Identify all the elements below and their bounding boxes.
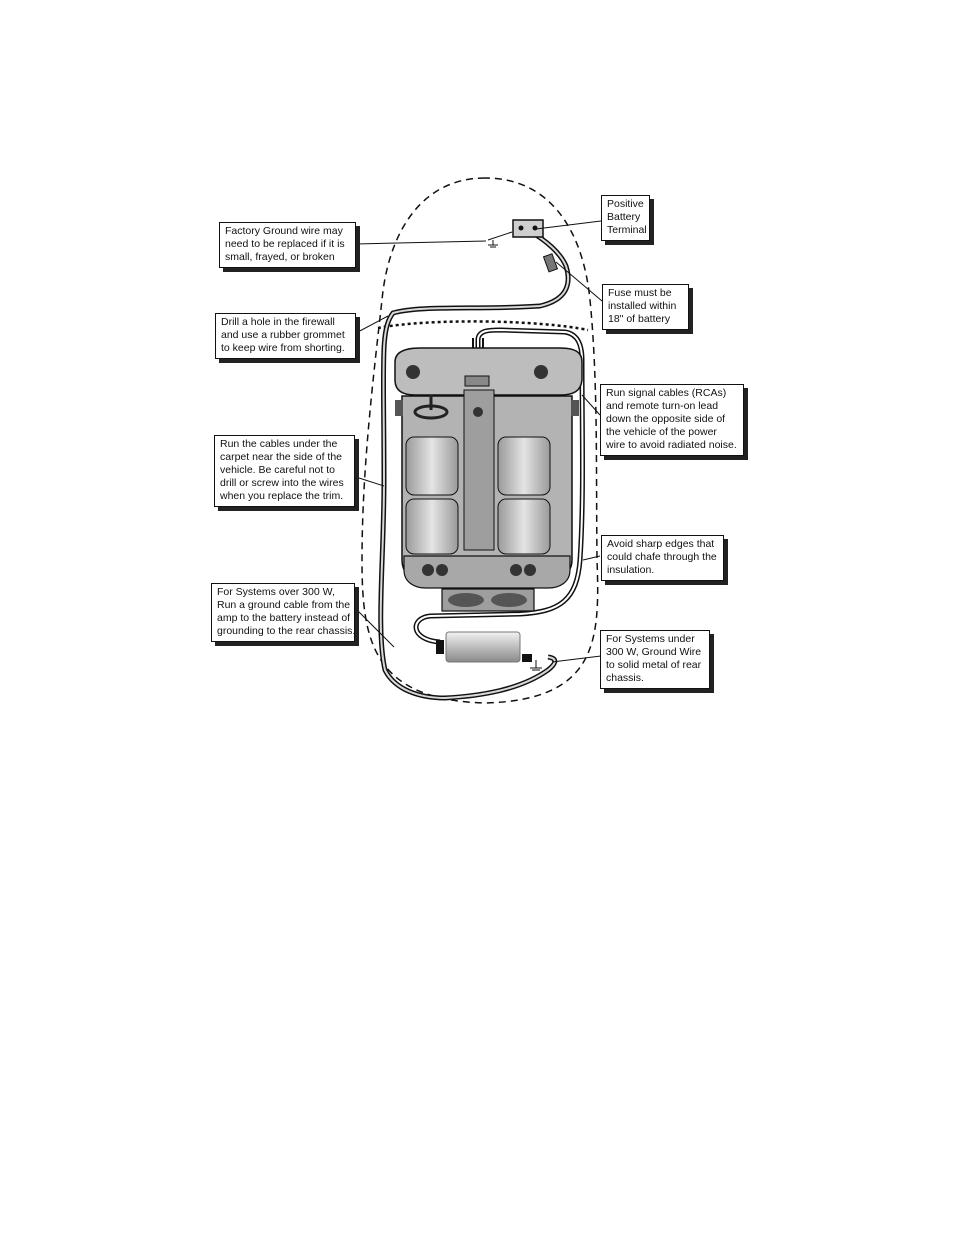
callout-line: wire to avoid radiated noise. [606, 439, 737, 451]
callout-line: to solid metal of rear [606, 659, 702, 671]
callout-line: down the opposite side of [606, 413, 726, 425]
amplifier [436, 631, 532, 663]
leader-lines [355, 220, 603, 663]
callout-line: and use a rubber grommet [221, 329, 345, 341]
rear-deck [403, 555, 571, 589]
cabin-interior [395, 389, 579, 581]
power-wire [378, 229, 571, 701]
callout-sharp-edges: Avoid sharp edges that could chafe throu… [601, 535, 724, 581]
callout-line: carpet near the side of the [220, 451, 342, 463]
callout-line: 300 W, Ground Wire [606, 646, 702, 658]
callout-line: Run signal cables (RCAs) [606, 387, 727, 399]
callout-under-carpet: Run the cables under the carpet near the… [214, 435, 355, 507]
callout-line: the vehicle of the power [606, 426, 717, 438]
callout-line: For Systems under [606, 633, 695, 645]
callout-line: when you replace the trim. [220, 490, 344, 502]
callout-line: Run the cables under the [220, 438, 338, 450]
callout-line: For Systems over 300 W, [217, 586, 335, 598]
callout-line: Avoid sharp edges that [607, 538, 715, 550]
callout-line: Fuse must be [608, 287, 672, 299]
callout-under-300w: For Systems under 300 W, Ground Wire to … [600, 630, 710, 689]
rear-ground-icon [530, 660, 542, 671]
callout-line: amp to the battery instead of [217, 612, 351, 624]
callout-line: insulation. [607, 564, 655, 576]
callout-over-300w: For Systems over 300 W, Run a ground cab… [211, 583, 355, 642]
callout-line: to keep wire from shorting. [221, 342, 345, 354]
factory-ground-icon [487, 231, 513, 248]
callout-line: 18" of battery [608, 313, 671, 325]
callout-line: Drill a hole in the firewall [221, 316, 335, 328]
callout-firewall: Drill a hole in the firewall and use a r… [215, 313, 356, 359]
subwoofer-box [441, 588, 535, 612]
callout-line: Battery [607, 211, 641, 223]
callout-line: grounding to the rear chassis. [217, 625, 356, 637]
callout-line: Run a ground cable from the [217, 599, 351, 611]
callout-positive-terminal: Positive Battery Terminal [601, 195, 650, 241]
car-outline [361, 177, 599, 704]
fuse-icon [542, 253, 559, 273]
callout-line: chassis. [606, 672, 644, 684]
callout-line: and remote turn-on lead [606, 400, 719, 412]
callout-line: Terminal [607, 224, 647, 236]
callout-line: Positive [607, 198, 644, 210]
callout-line: need to be replaced if it is [225, 238, 345, 250]
dashboard [394, 347, 583, 396]
callout-signal-cables: Run signal cables (RCAs) and remote turn… [600, 384, 744, 456]
callout-line: Factory Ground wire may [225, 225, 343, 237]
callout-factory-ground: Factory Ground wire may need to be repla… [219, 222, 356, 268]
firewall-line [377, 320, 589, 332]
callout-line: drill or screw into the wires [220, 477, 344, 489]
callout-line: could chafe through the [607, 551, 717, 563]
callout-fuse: Fuse must be installed within 18" of bat… [602, 284, 689, 330]
callout-line: vehicle. Be careful not to [220, 464, 335, 476]
callout-line: small, frayed, or broken [225, 251, 335, 263]
callout-line: installed within [608, 300, 677, 312]
